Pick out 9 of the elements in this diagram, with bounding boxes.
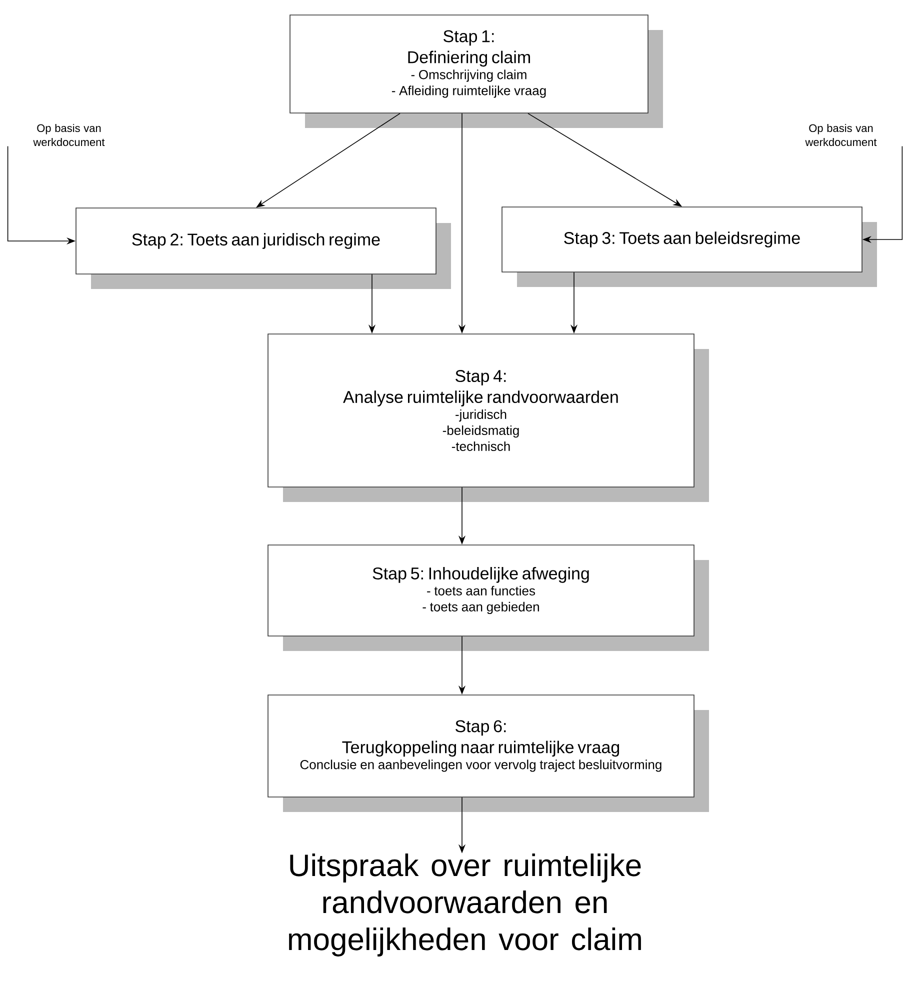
process-box: Stap 1: Definiering claim - Omschrijving claim - Afleiding ruimtelijke vraag [290,14,663,128]
process-box: Stap 6: Terugkoppeling naar ruimtelijke vraag Conclusie en aanbevelingen voor vervolg traject besluitvorming [268,694,709,812]
process-box: Stap 5: Inhoudelijke afweging - toets aan functies - toets aan gebieden [268,544,709,651]
process-box: Stap 2: Toets aan juridisch regime [76,208,451,289]
result-text: Uitspraak over ruimtelijke randvoorwaarden en mogelijkheden voor claim [289,854,641,956]
note-text: Op basis van werkdocument [33,124,105,146]
process-box: Stap 4: Analyse ruimtelijke randvoorwaarden -juridisch -beleidsmatig -technisch [268,334,709,502]
process-box: Stap 3: Toets aan beleidsregime [502,206,877,287]
note-text: Op basis van werkdocument [805,124,877,146]
